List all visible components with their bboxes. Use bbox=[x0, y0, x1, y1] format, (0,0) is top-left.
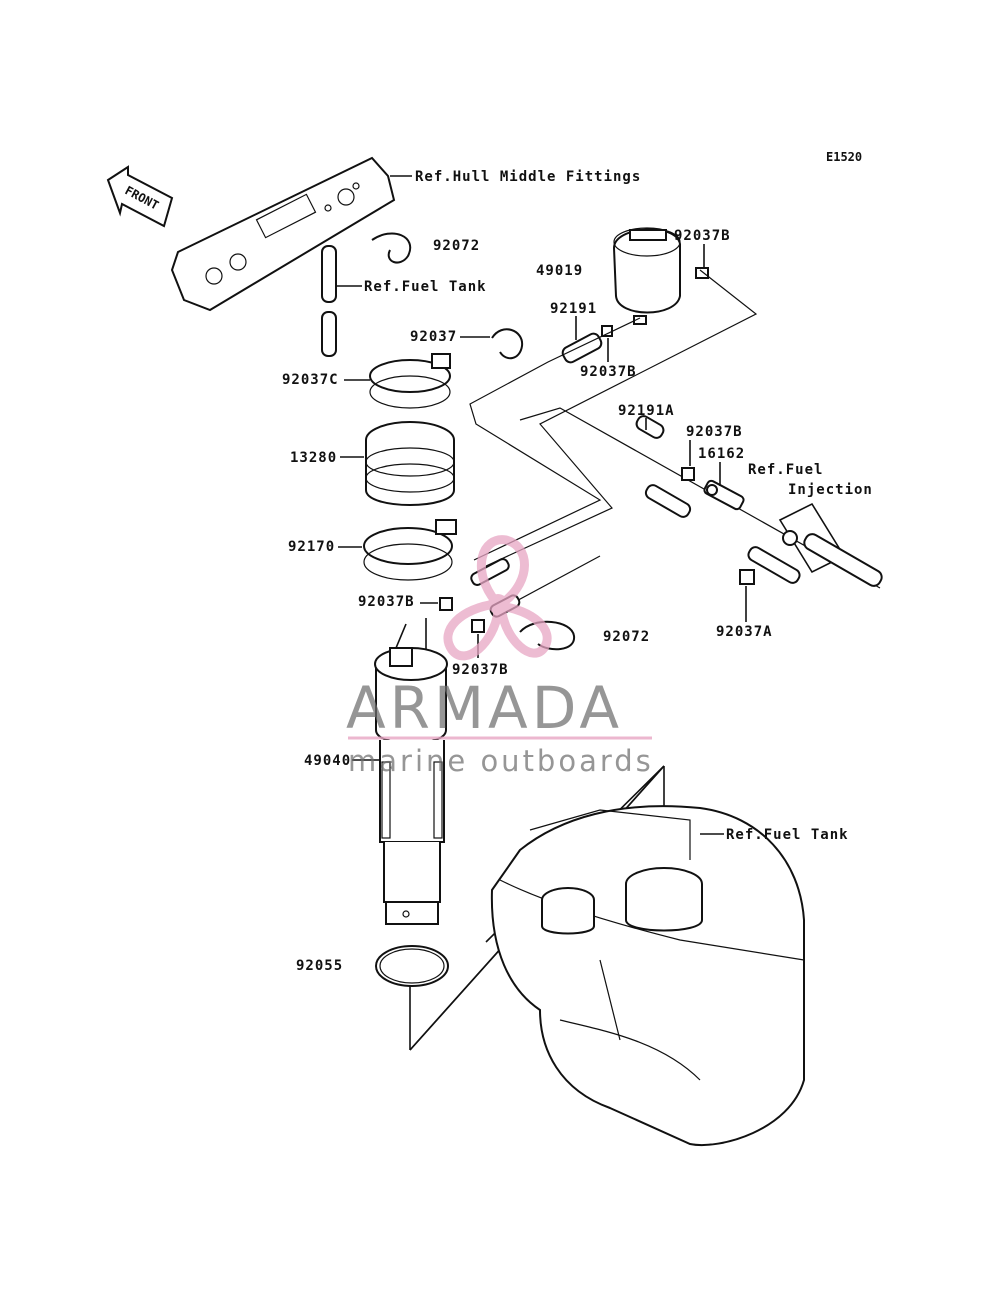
callout-92191a: 92191A bbox=[618, 403, 675, 419]
clip-92037a bbox=[739, 569, 755, 585]
hose-stub-upper bbox=[470, 558, 510, 586]
hose-segment-right bbox=[747, 546, 801, 584]
callout-92072-top: 92072 bbox=[433, 238, 480, 254]
ref-fuel-tank-top: Ref.Fuel Tank bbox=[364, 279, 487, 295]
callout-13280: 13280 bbox=[290, 450, 337, 466]
watermark-brand: ARMADA bbox=[346, 674, 623, 742]
ref-fuel-tank-bottom: Ref.Fuel Tank bbox=[726, 827, 849, 843]
callout-92037b-low: 92037B bbox=[452, 662, 509, 678]
callout-92170: 92170 bbox=[288, 539, 335, 555]
clip-92037b-left bbox=[439, 597, 453, 611]
callout-49040: 49040 bbox=[304, 753, 351, 769]
band-clamp-92170 bbox=[363, 519, 457, 581]
callout-92037b-mid: 92037B bbox=[580, 364, 637, 380]
hose-segment-mid bbox=[644, 484, 692, 518]
callout-92037a: 92037A bbox=[716, 624, 773, 640]
callout-92072-low: 92072 bbox=[603, 629, 650, 645]
fuel-line-route-b bbox=[469, 317, 641, 561]
return-line-route bbox=[519, 407, 881, 589]
band-clamp-92037c bbox=[369, 353, 451, 409]
watermark-tagline: marine outboards bbox=[348, 744, 654, 778]
diagram-code: E1520 bbox=[826, 150, 862, 164]
callout-49019: 49019 bbox=[536, 263, 583, 279]
callout-92055: 92055 bbox=[296, 958, 343, 974]
propeller-logo-icon bbox=[443, 535, 552, 661]
fitting-round bbox=[782, 530, 798, 546]
clip-92037b-right bbox=[681, 467, 695, 481]
front-arrow-icon: FRONT bbox=[106, 165, 174, 228]
clamp-92037 bbox=[491, 328, 524, 360]
joint-16162 bbox=[703, 479, 745, 511]
hose-92191a bbox=[635, 415, 665, 439]
vent-hose-pair bbox=[321, 245, 337, 357]
ref-hull-middle-fittings: Ref.Hull Middle Fittings bbox=[415, 169, 641, 185]
callout-16162: 16162 bbox=[698, 446, 745, 462]
fuel-tank-reference bbox=[490, 805, 805, 1146]
ref-fuel-injection-line2: Injection bbox=[788, 482, 873, 498]
fuel-pump-49040 bbox=[374, 618, 448, 925]
clip-92037b-low bbox=[471, 619, 485, 633]
fuel-line-route-a bbox=[485, 269, 758, 567]
fuel-filter-49019 bbox=[612, 227, 709, 325]
hull-middle-fitting-plate bbox=[170, 156, 396, 312]
callout-92037b-top: 92037B bbox=[674, 228, 731, 244]
o-ring-92055 bbox=[375, 945, 449, 987]
callout-92037b-right: 92037B bbox=[686, 424, 743, 440]
callout-92037c: 92037C bbox=[282, 372, 339, 388]
hose-segment-far-right bbox=[803, 533, 883, 587]
callout-92037: 92037 bbox=[410, 329, 457, 345]
hose-92191 bbox=[561, 332, 603, 364]
callout-92037b-left: 92037B bbox=[358, 594, 415, 610]
seal-boot-13280 bbox=[365, 421, 455, 506]
ref-fuel-injection-line1: Ref.Fuel bbox=[748, 462, 823, 478]
callout-92191: 92191 bbox=[550, 301, 597, 317]
clip-92037b-mid bbox=[601, 325, 613, 337]
clamp-92072-top bbox=[371, 232, 412, 264]
